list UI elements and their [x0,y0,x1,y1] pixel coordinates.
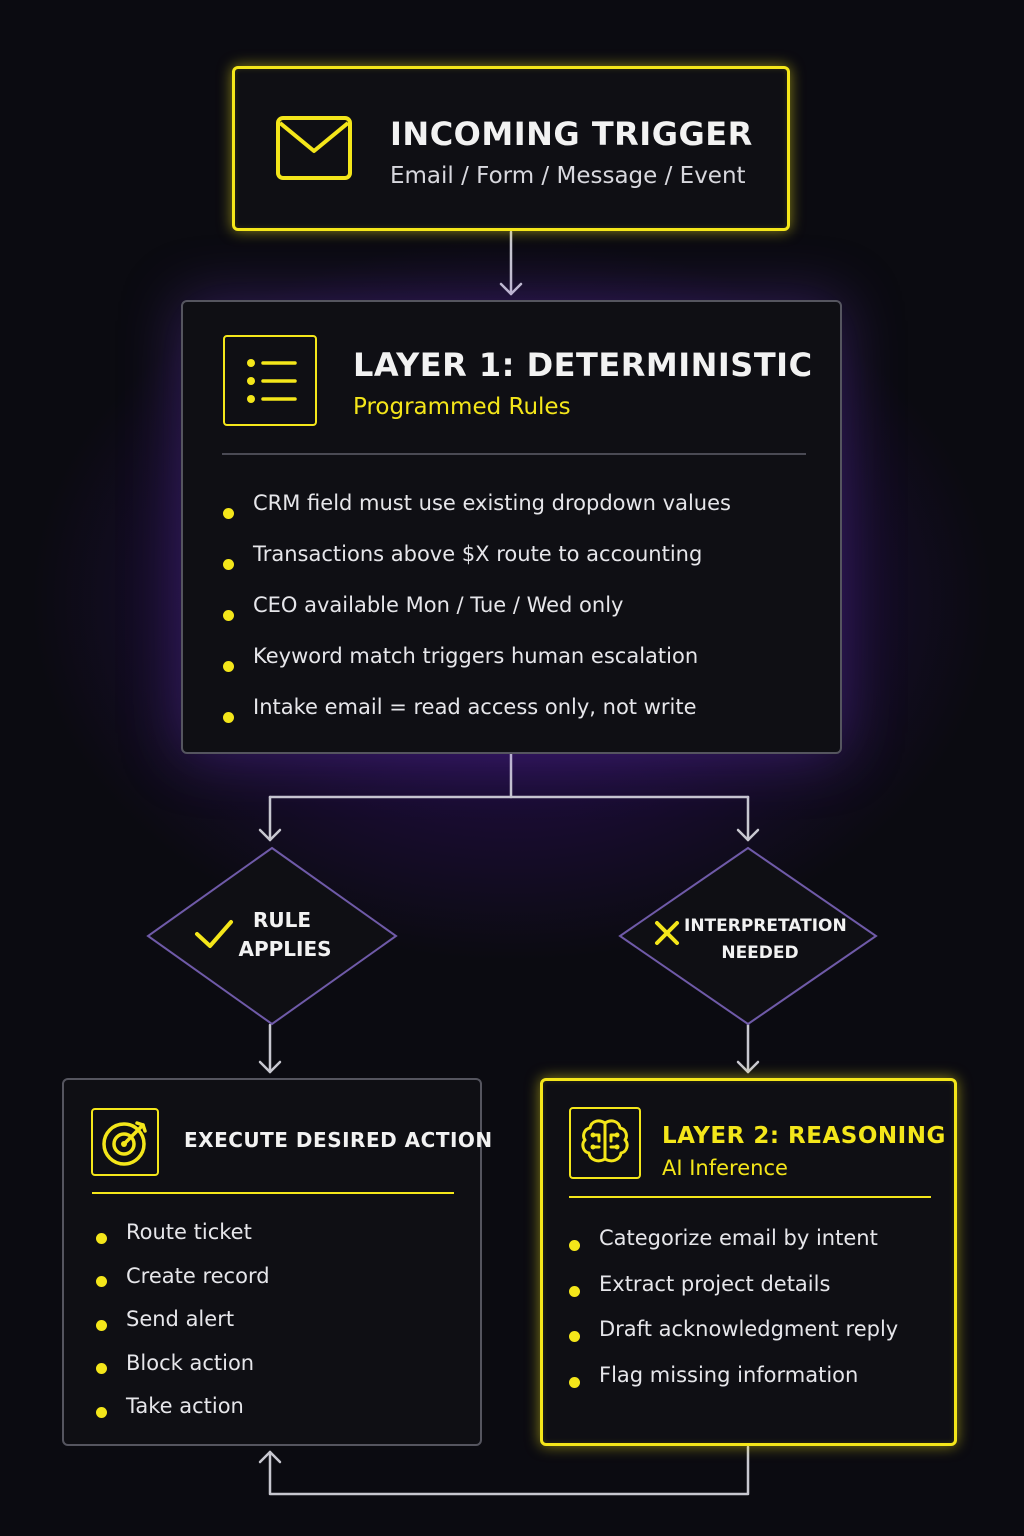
execute-divider [92,1192,454,1194]
layer1-box: LAYER 1: DETERMINISTIC Programmed Rules … [181,300,842,754]
layer1-divider [222,453,806,455]
execute-action-box: EXECUTE DESIRED ACTION Route ticket Crea… [62,1078,492,1446]
layer1-title: LAYER 1: DETERMINISTIC [353,346,813,384]
decision-interp-line2: NEEDED [721,943,799,963]
decision-rule-line2: APPLIES [238,937,332,961]
trigger-subtitle: Email / Form / Message / Event [390,163,746,189]
list-item: Flag missing information [567,1359,898,1405]
layer1-rules-list: CRM field must use existing dropdown val… [221,487,731,742]
x-icon [655,921,679,945]
layer2-subtitle: AI Inference [662,1156,788,1180]
decision-rule-line1: RULE [252,908,312,932]
list-icon [223,335,317,426]
list-item: Draft acknowledgment reply [567,1313,898,1359]
list-item: Take action [94,1390,270,1434]
brain-icon [569,1107,641,1179]
checkmark-icon [195,920,233,948]
incoming-trigger-box: INCOMING TRIGGER Email / Form / Message … [232,66,790,231]
list-item: Intake email = read access only, not wri… [221,691,731,742]
list-item: Create record [94,1260,270,1304]
list-item: Keyword match triggers human escalation [221,640,731,691]
decision-diamond-interpretation [618,846,878,1026]
list-item: Categorize email by intent [567,1222,898,1268]
list-item: Route ticket [94,1216,270,1260]
list-item: CRM field must use existing dropdown val… [221,487,731,538]
layer2-tasks-list: Categorize email by intent Extract proje… [567,1222,898,1405]
layer2-title: LAYER 2: REASONING [662,1123,946,1149]
list-item: Block action [94,1347,270,1391]
layer2-divider [569,1196,931,1198]
decision-diamond-rule [146,846,398,1026]
list-item: Extract project details [567,1268,898,1314]
execute-actions-list: Route ticket Create record Send alert Bl… [94,1216,270,1434]
decision-interp-line1: INTERPRETATION [684,916,847,936]
target-icon [91,1108,159,1176]
list-item: CEO available Mon / Tue / Wed only [221,589,731,640]
envelope-icon [276,116,352,180]
layer1-subtitle: Programmed Rules [353,394,571,420]
execute-title: EXECUTE DESIRED ACTION [184,1128,493,1152]
list-item: Transactions above $X route to accountin… [221,538,731,589]
layer2-box: LAYER 2: REASONING AI Inference Categori… [540,1078,957,1446]
list-item: Send alert [94,1303,270,1347]
trigger-title: INCOMING TRIGGER [390,115,753,153]
